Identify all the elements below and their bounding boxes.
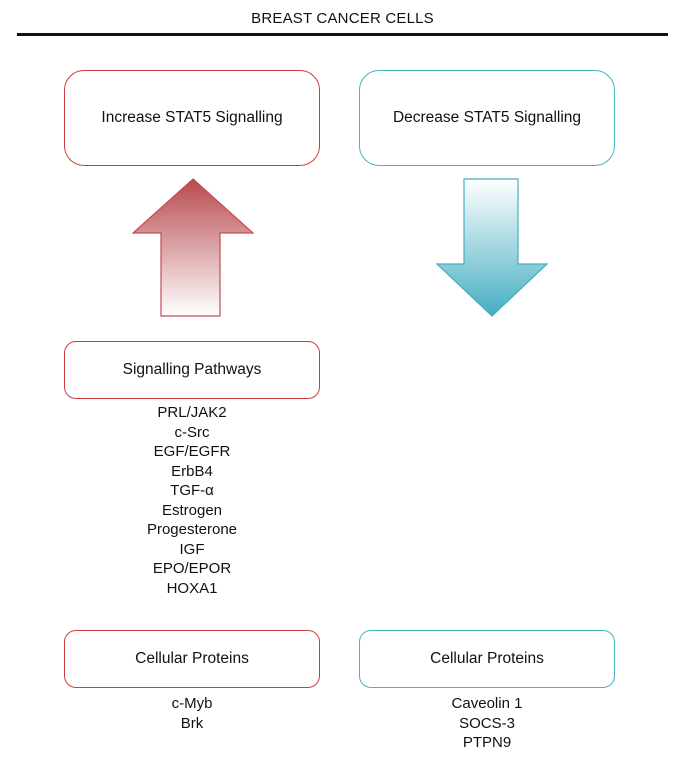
list-item: TGF-α [170, 482, 214, 499]
signalling-pathways-box: Signalling Pathways [64, 341, 320, 399]
left-cellular-proteins-label: Cellular Proteins [135, 650, 249, 667]
left-cellular-proteins-box: Cellular Proteins [64, 630, 320, 688]
list-item: EPO/EPOR [152, 560, 232, 577]
list-item: ErbB4 [171, 462, 213, 480]
list-item: Estrogen [161, 501, 223, 519]
list-item: EGF/EGFR [153, 443, 231, 460]
increase-stat5-label: Increase STAT5 Signalling [101, 109, 283, 126]
list-item: PRL/JAK2 [157, 404, 227, 421]
increase-stat5-box: Increase STAT5 Signalling [64, 70, 320, 166]
list-item: SOCS-3 [459, 714, 515, 732]
list-item: Progesterone [146, 521, 238, 538]
down-arrow [436, 178, 548, 317]
title-divider [17, 33, 668, 36]
list-item: Caveolin 1 [451, 695, 523, 712]
diagram-title: BREAST CANCER CELLS [251, 10, 434, 27]
list-item: HOXA1 [166, 579, 218, 597]
decrease-stat5-box: Decrease STAT5 Signalling [359, 70, 615, 166]
pathway-list: PRL/JAK2 c-Src EGF/EGFR ErbB4 TGF-α Estr… [64, 403, 320, 598]
list-item: c-Src [174, 423, 210, 441]
decrease-stat5-label: Decrease STAT5 Signalling [392, 109, 582, 126]
right-cellular-proteins-box: Cellular Proteins [359, 630, 615, 688]
list-item: PTPN9 [462, 734, 512, 751]
up-arrow [132, 178, 254, 317]
list-item: IGF [179, 540, 205, 558]
list-item: c-Myb [171, 695, 213, 712]
left-protein-list: c-Myb Brk [64, 694, 320, 733]
list-item: Brk [180, 714, 204, 732]
signalling-pathways-label: Signalling Pathways [122, 361, 262, 378]
right-cellular-proteins-label: Cellular Proteins [430, 650, 544, 667]
right-protein-list: Caveolin 1 SOCS-3 PTPN9 [359, 694, 615, 753]
